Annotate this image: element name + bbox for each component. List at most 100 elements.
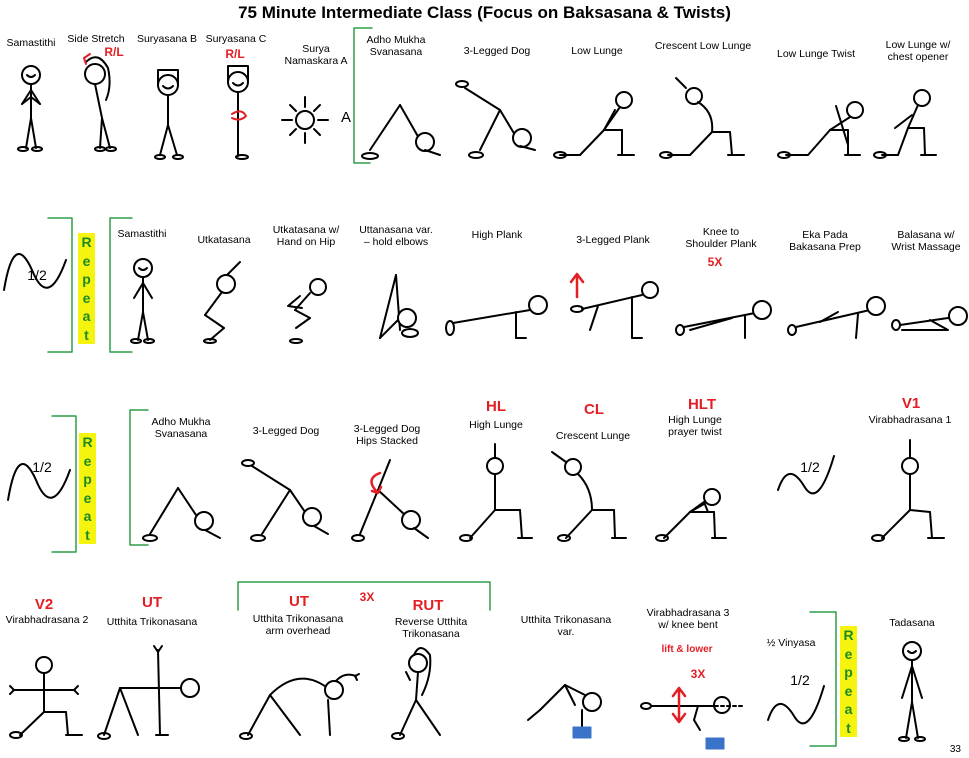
crescent-low-lunge-figure-icon bbox=[659, 77, 745, 159]
pose-label: Uttanasana var. – hold elbows bbox=[359, 224, 433, 248]
pose-label: Low Lunge w/ chest opener bbox=[885, 39, 951, 63]
utthita-trikonasana-var-figure-icon bbox=[527, 684, 602, 739]
page-title: 75 Minute Intermediate Class (Focus on B… bbox=[238, 3, 731, 22]
crescent-lunge-figure-icon bbox=[551, 451, 627, 542]
pose-label: Virabhadrasana 3 w/ knee bent bbox=[646, 607, 730, 631]
pose-label: Tadasana bbox=[889, 617, 935, 629]
pose-tag: V2 bbox=[34, 596, 54, 613]
pose-label: Side Stretch bbox=[67, 33, 125, 45]
pose-tag: RUT bbox=[412, 597, 444, 614]
pose-tag: CL bbox=[584, 401, 604, 418]
three-legged-dog-figure-icon bbox=[241, 459, 329, 542]
pose-label: Utthita Trikonasana bbox=[106, 616, 198, 628]
pose-label: Low Lunge bbox=[571, 45, 623, 57]
sequence-bracket bbox=[353, 27, 373, 164]
pose-label: High Lunge prayer twist bbox=[668, 414, 722, 438]
yoga-block-icon bbox=[572, 726, 592, 739]
sequence-bracket bbox=[129, 409, 149, 546]
virabhadrasana-2-figure-icon bbox=[9, 656, 83, 739]
half-wave-icon bbox=[767, 685, 825, 725]
pose-label: Suryasana C bbox=[205, 33, 267, 45]
repetition-tag: 5X bbox=[707, 255, 723, 269]
side-stretch-figure-icon bbox=[83, 53, 117, 152]
reverse-utthita-trikonasana-figure-icon bbox=[391, 647, 441, 740]
repeat-bracket bbox=[47, 217, 73, 353]
virabhadrasana-3-figure-icon bbox=[640, 686, 746, 750]
pose-tag: V1 bbox=[901, 395, 921, 412]
sun-icon bbox=[281, 96, 329, 144]
pose-label: 3-Legged Dog Hips Stacked bbox=[353, 423, 421, 447]
pose-label: Utkatasana bbox=[197, 234, 251, 246]
pose-label: Crescent Low Lunge bbox=[654, 40, 752, 52]
group-bracket bbox=[237, 581, 491, 611]
pose-label: Virabhadrasana 1 bbox=[868, 414, 952, 426]
page-number: 33 bbox=[949, 744, 961, 755]
pose-label: High Plank bbox=[471, 229, 523, 241]
pose-label: Utthita Trikonasana var. bbox=[520, 614, 612, 638]
three-legged-plank-figure-icon bbox=[569, 272, 659, 339]
pose-subnote: lift & lower bbox=[661, 644, 713, 655]
three-legged-dog-hips-stacked-figure-icon bbox=[351, 459, 429, 542]
high-lunge-figure-icon bbox=[459, 443, 533, 542]
balasana-wrist-massage-figure-icon bbox=[891, 306, 968, 331]
pose-label: Crescent Lunge bbox=[555, 430, 631, 442]
samastithi-figure-icon bbox=[17, 65, 43, 152]
pose-label: 3-Legged Dog bbox=[463, 45, 531, 57]
eka-pada-bakasana-prep-figure-icon bbox=[787, 296, 886, 339]
low-lunge-chest-opener-figure-icon bbox=[873, 89, 937, 159]
high-plank-figure-icon bbox=[445, 295, 548, 339]
half-label: 1/2 bbox=[800, 459, 820, 475]
pose-label: Suryasana B bbox=[136, 33, 198, 45]
pose-label: ½ Vinyasa bbox=[766, 637, 816, 649]
side-tag: R/L bbox=[225, 47, 245, 61]
pose-label: High Lunge bbox=[469, 419, 523, 431]
pose-label: 3-Legged Plank bbox=[576, 234, 650, 246]
side-tag: R/L bbox=[104, 45, 124, 59]
suryasana-b-figure-icon bbox=[154, 69, 184, 160]
repeat-bracket bbox=[51, 415, 77, 553]
high-lunge-prayer-twist-figure-icon bbox=[655, 488, 727, 542]
sequence-bracket bbox=[109, 217, 133, 353]
pose-label: Low Lunge Twist bbox=[776, 48, 856, 60]
pose-label: Adho Mukha Svanasana bbox=[366, 34, 426, 58]
pose-label: Surya Namaskara A bbox=[284, 43, 348, 67]
pose-label: Samastithi bbox=[6, 37, 56, 49]
half-wave-icon bbox=[3, 253, 67, 291]
downward-dog-figure-icon bbox=[361, 104, 441, 160]
three-legged-dog-figure-icon bbox=[455, 80, 536, 159]
low-lunge-twist-figure-icon bbox=[777, 101, 864, 159]
group-repetition-tag: 3X bbox=[359, 590, 375, 604]
samastithi-figure-icon bbox=[130, 258, 155, 344]
pose-tag: HLT bbox=[687, 396, 717, 413]
pose-label: Utkatasana w/ Hand on Hip bbox=[272, 224, 340, 248]
pose-label: 3-Legged Dog bbox=[252, 425, 320, 437]
virabhadrasana-1-figure-icon bbox=[871, 439, 945, 542]
pose-label: Balasana w/ Wrist Massage bbox=[891, 229, 961, 253]
utkatasana-figure-icon bbox=[203, 261, 241, 344]
utthita-trikonasana-arm-overhead-figure-icon bbox=[239, 673, 360, 740]
pose-tag: UT bbox=[142, 594, 162, 611]
half-wave-icon bbox=[777, 455, 835, 495]
knee-to-shoulder-plank-figure-icon bbox=[675, 300, 772, 339]
pose-label: Adho Mukha Svanasana bbox=[151, 416, 211, 440]
half-label: 1/2 bbox=[790, 672, 810, 688]
pose-tag: UT bbox=[289, 593, 309, 610]
sequence-letter: A bbox=[341, 109, 352, 126]
half-label: 1/2 bbox=[27, 267, 47, 283]
half-wave-icon bbox=[7, 463, 71, 501]
half-label: 1/2 bbox=[32, 459, 52, 475]
low-lunge-figure-icon bbox=[553, 91, 635, 159]
suryasana-c-figure-icon bbox=[227, 65, 249, 160]
pose-label: Samastithi bbox=[117, 228, 167, 240]
uttanasana-figure-icon bbox=[379, 274, 419, 339]
downward-dog-figure-icon bbox=[142, 487, 221, 542]
pose-label: Virabhadrasana 2 bbox=[5, 614, 89, 626]
pose-tag: HL bbox=[486, 398, 506, 415]
pose-label: Reverse Utthita Trikonasana bbox=[394, 616, 468, 640]
utkatasana-hand-on-hip-figure-icon bbox=[287, 278, 327, 344]
pose-label: Utthita Trikonasana arm overhead bbox=[252, 613, 344, 637]
